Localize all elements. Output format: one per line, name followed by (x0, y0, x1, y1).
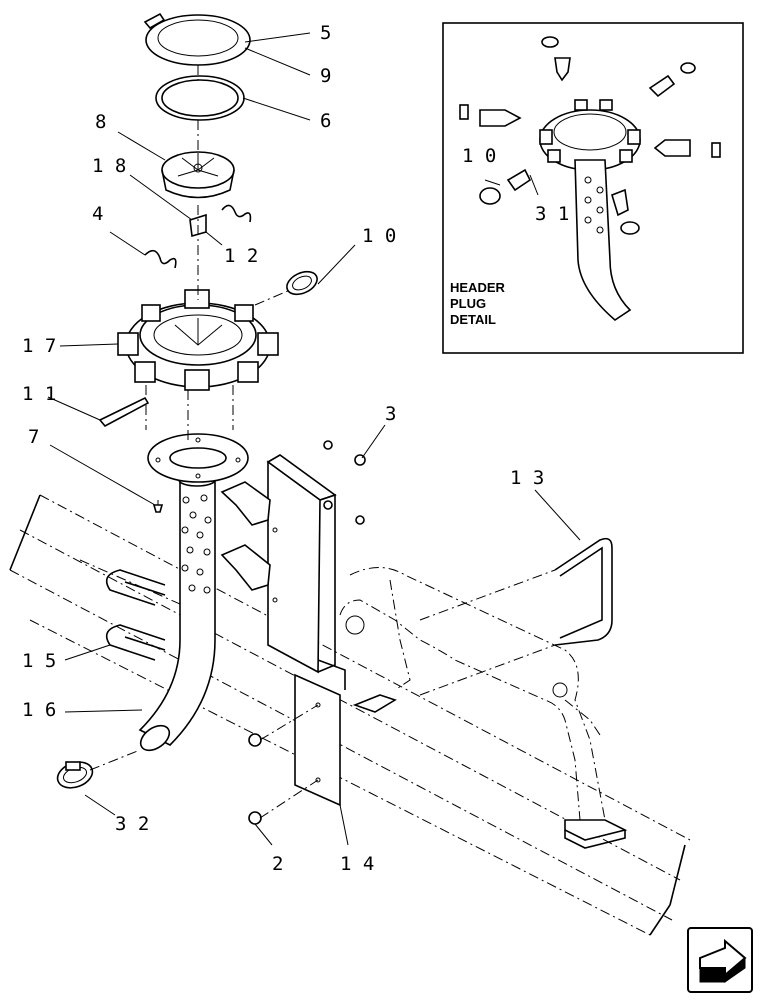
callout-8: 8 (95, 111, 106, 133)
callout-7: 7 (28, 426, 39, 448)
callout-17: 1 7 (22, 335, 56, 357)
callout-6: 6 (320, 110, 331, 132)
leader-lines (47, 32, 581, 846)
callout-2: 2 (272, 853, 283, 875)
lid-5 (143, 12, 251, 66)
callout-32: 3 2 (115, 813, 149, 835)
u-bolt-13 (419, 537, 613, 696)
callout-11: 1 1 (22, 383, 56, 405)
detail-callout-31: 3 1 (535, 203, 569, 225)
detail-callout-10: 1 0 (462, 145, 496, 167)
tube-holes (181, 494, 212, 594)
callout-18: 1 8 (92, 155, 126, 177)
callout-4: 4 (92, 203, 103, 225)
callout-labels: 5 9 6 8 1 8 4 1 2 1 0 1 7 1 1 7 3 1 3 1 … (22, 22, 544, 875)
hose-clamp-32 (56, 749, 141, 789)
header-plug-detail-inset: 1 0 3 1 HEADER PLUG DETAIL (442, 22, 744, 354)
callout-12: 1 2 (224, 245, 258, 267)
u-bolts-15 (105, 481, 271, 661)
callout-14: 1 4 (340, 853, 374, 875)
strainer-8 (161, 151, 235, 199)
detail-title-line1: HEADER (450, 280, 506, 295)
callout-5: 5 (320, 22, 331, 44)
callout-15: 1 5 (22, 650, 56, 672)
detail-plugs (459, 36, 721, 235)
callout-10: 1 0 (362, 225, 396, 247)
drain-tube-16 (138, 473, 216, 752)
detail-title-line2: PLUG (450, 296, 486, 311)
gasket-6 (155, 75, 245, 121)
detail-header (539, 99, 641, 322)
header-manifold-17 (117, 289, 279, 440)
callout-9: 9 (320, 65, 331, 87)
detail-title-line3: DETAIL (450, 312, 496, 327)
callout-13: 1 3 (510, 467, 544, 489)
mounting-plate-14 (266, 454, 346, 807)
nuts (248, 440, 366, 825)
upright-frame (339, 567, 628, 849)
next-page-arrow-icon[interactable] (687, 927, 753, 993)
flange-plate (147, 433, 249, 513)
callout-16: 1 6 (22, 699, 56, 721)
callout-3: 3 (385, 403, 396, 425)
